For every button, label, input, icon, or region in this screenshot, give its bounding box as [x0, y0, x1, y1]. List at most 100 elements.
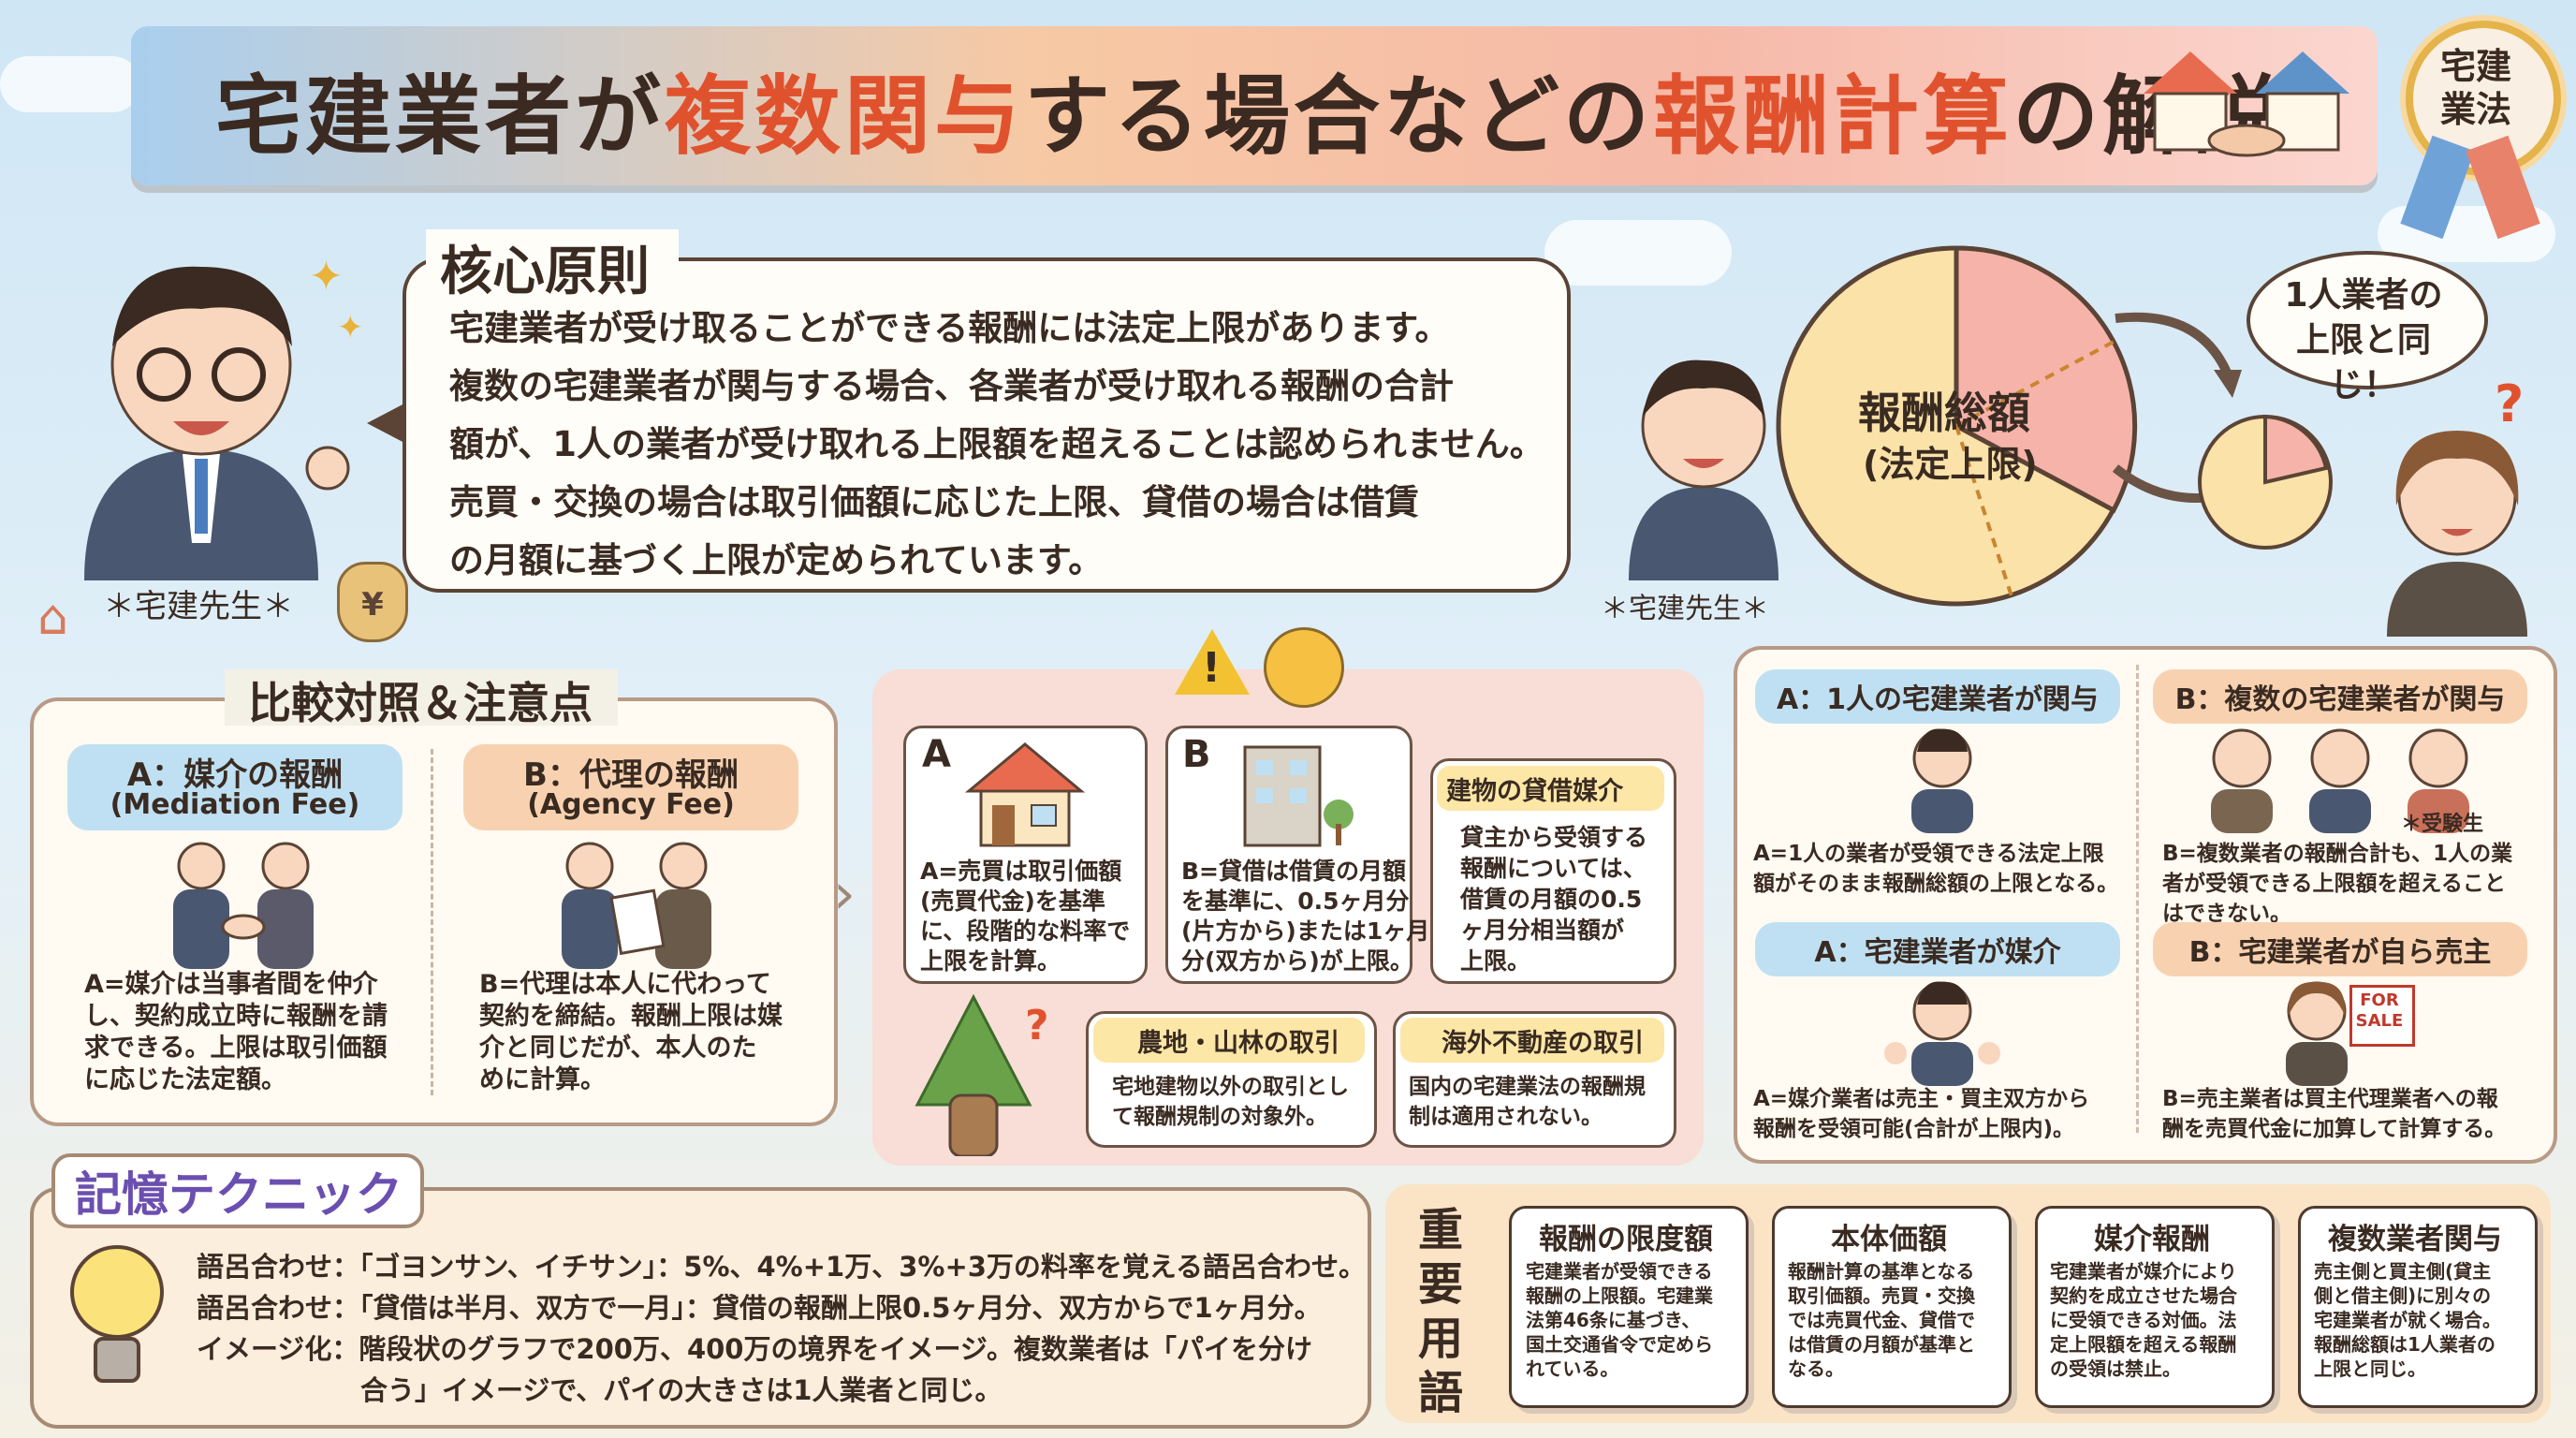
card-lease-letter: B: [1182, 733, 1211, 776]
multiple-people-avatar: [2211, 728, 2469, 833]
handshake-people-icon: [173, 842, 314, 969]
sparkle-icon: ✦: [337, 309, 364, 346]
building-lease-title: 建物の貸借媒介: [1446, 777, 1623, 806]
pill-mediation: [67, 744, 402, 830]
pill-agency: [463, 744, 798, 830]
broker-mediates-text: A=媒介業者は売主・買主双方から 報酬を受領可能(合計が上限内)。: [1753, 1087, 2090, 1141]
broker-mediates-title: A：宅建業者が媒介: [1814, 936, 2061, 969]
houses-handshake-icon: [2144, 51, 2349, 157]
term-text: 売主側と買主側(貸主 側と借主側)に別々の 宅建業者が就く場合。 報酬総額は1人…: [2314, 1260, 2501, 1380]
term-title: 本体価額: [1831, 1223, 1947, 1256]
broker-arms-open-avatar: [1884, 981, 2000, 1086]
term-text: 報酬計算の基準となる 取引価額。売買・交換 では売買代金、貸借で は借賃の月額が…: [1788, 1260, 1975, 1380]
question-mark-icon: ?: [1025, 1002, 1049, 1049]
term-card: [1772, 1206, 2012, 1408]
for-sale-text: FOR SALE: [2355, 990, 2404, 1031]
single-broker-text: A=1人の業者が受領できる法定上限 額がそのまま報酬総額の上限となる。: [1753, 842, 2119, 896]
overseas-text: 国内の宅建業法の報酬規 制は適用されない。: [1409, 1075, 1646, 1129]
pill-multi-broker: [2153, 669, 2527, 724]
pie-speech: 1人業者の 上限と同じ！: [2284, 276, 2443, 404]
warning-icon: [1175, 629, 1250, 695]
building-lease-text: 貸主から受領する 報酬については、 借賃の月額の0.5 ヶ月分相当額が 上限。: [1460, 824, 1648, 975]
arrow-right-icon: ›: [833, 861, 856, 927]
term-text: 宅建業者が受領できる 報酬の上限額。宅建業 法第46条に基づき、 国土交通省令で…: [1526, 1260, 1713, 1380]
mediation-title: A：媒介の報酬: [126, 756, 344, 794]
for-sale-sign: [2349, 985, 2415, 1047]
agency-text: B=代理は本人に代わって 契約を締結。報酬上限は媒 介と同じだが、本人のた めに…: [479, 970, 783, 1094]
surprised-face-icon: [1264, 627, 1344, 708]
divider: [2136, 665, 2139, 1133]
question-mark-icon: ?: [2495, 374, 2525, 433]
contract-people-icon: [562, 842, 711, 969]
scenario-panel: [1734, 646, 2557, 1164]
mediation-subtitle: (Mediation Fee): [110, 788, 360, 821]
agency-title: B：代理の報酬: [523, 756, 739, 794]
multi-broker-text: B=複数業者の報酬合計も、1人の業 者が受領できる上限額を超えること はできない…: [2162, 842, 2513, 926]
divider: [431, 749, 433, 1095]
farmland-text: 宅地建物以外の取引とし て報酬規制の対象外。: [1112, 1075, 1349, 1129]
memory-heading-tag: [51, 1153, 424, 1228]
caution-overseas: [1400, 1018, 1664, 1063]
money-bag-icon: ¥: [337, 562, 408, 642]
terms-heading: 重 要 用 語: [1418, 1204, 1464, 1419]
memory-line-4: 合う」イメージで、パイの大きさは1人業者と同じ。: [360, 1374, 1003, 1406]
teacher-avatar: [84, 266, 350, 580]
student-avatar: [2387, 431, 2527, 637]
apartment-icon: [1243, 745, 1354, 847]
teacher-small-label: ＊宅建先生＊: [1601, 593, 1769, 625]
term-text: 宅建業者が媒介により 契約を成立させた場合 に受領できる対価。法 定上限額を超え…: [2050, 1260, 2237, 1380]
card-sale-letter: A: [922, 733, 951, 776]
broker-seller-title: B：宅建業者が自ら売主: [2188, 936, 2492, 969]
page-title: 宅建業者が複数関与する場合などの報酬計算の解説: [215, 66, 2283, 167]
compare-heading-bg: [225, 669, 618, 726]
caution-building-lease: [1437, 766, 1664, 811]
medal-label: 宅建 業法: [2439, 46, 2511, 130]
core-body: 宅建業者が受け取ることができる報酬には法定上限があります。 複数の宅建業者が関与…: [449, 308, 1544, 580]
card-sale-text: A=売買は取引価額 (売買代金)を基準 に、段階的な料率で 上限を計算。: [920, 858, 1131, 975]
student-note: ＊受験生: [2401, 813, 2484, 836]
teacher-small-avatar: [1629, 360, 1778, 580]
caution-farmland: [1093, 1018, 1365, 1063]
compare-heading: 比較対照＆注意点: [248, 678, 593, 728]
tree-character-icon: [915, 993, 1032, 1156]
seller-avatar: [2286, 981, 2348, 1086]
pie-label-main: 報酬総額: [1858, 388, 2030, 438]
pill-broker-seller: [2153, 922, 2527, 976]
farmland-title: 農地・山林の取引: [1137, 1029, 1339, 1058]
memory-heading: 記憶テクニック: [75, 1167, 402, 1222]
overseas-title: 海外不動産の取引: [1442, 1029, 1644, 1058]
house-icon: ⌂: [37, 590, 69, 646]
teacher-label: ＊宅建先生＊: [103, 588, 294, 625]
broker-avatar: [1911, 728, 1973, 833]
card-lease-text: B=貸借は借賃の月額 を基準に、0.5ヶ月分 (片方から)または1ヶ月 分(双方…: [1181, 858, 1430, 975]
term-card: [2035, 1206, 2275, 1408]
sparkle-icon: ✦: [309, 253, 344, 301]
memory-line-1: 語呂合わせ：「ゴヨンサン、イチサン」：5%、4%+1万、3%+3万の料率を覚える…: [197, 1251, 1367, 1283]
lightbulb-icon: [70, 1245, 164, 1383]
multi-broker-title: B：複数の宅建業者が関与: [2174, 683, 2506, 716]
cloud: [1544, 220, 1732, 286]
broker-seller-text: B=売主業者は買主代理業者への報 酬を売買代金に加算して計算する。: [2162, 1087, 2507, 1141]
term-card: [2298, 1206, 2538, 1408]
term-card: [1509, 1206, 1749, 1408]
term-title: 媒介報酬: [2094, 1223, 2210, 1256]
core-heading: 核心原則: [440, 242, 650, 302]
house-icon: [964, 742, 1086, 847]
pie-label-sub: (法定上限): [1863, 444, 2038, 485]
agency-subtitle: (Agency Fee): [527, 788, 735, 821]
term-title: 報酬の限度額: [1539, 1223, 1713, 1256]
bubble-tail: [367, 403, 406, 444]
reward-pie-chart: [1776, 245, 2138, 607]
small-pie-chart: [2198, 414, 2333, 550]
core-heading-bg: [426, 229, 679, 295]
mediation-text: A=媒介は当事者間を仲介 し、契約成立時に報酬を請 求できる。上限は取引価額 に…: [84, 970, 388, 1094]
single-broker-title: A：1人の宅建業者が関与: [1776, 683, 2100, 716]
warning-mark: !: [1202, 644, 1222, 692]
pill-broker-mediates: [1755, 922, 2120, 976]
core-principle-bubble: [402, 257, 1571, 593]
memory-line-3: イメージ化：階段状のグラフで200万、400万の境界をイメージ。複数業者は「パイ…: [197, 1333, 1313, 1365]
cloud: [0, 56, 140, 112]
term-title: 複数業者関与: [2328, 1223, 2502, 1256]
pill-single-broker: [1755, 669, 2120, 724]
memory-line-2: 語呂合わせ：「貸借は半月、双方で一月」：貸借の報酬上限0.5ヶ月分、双方からで1…: [197, 1292, 1322, 1324]
